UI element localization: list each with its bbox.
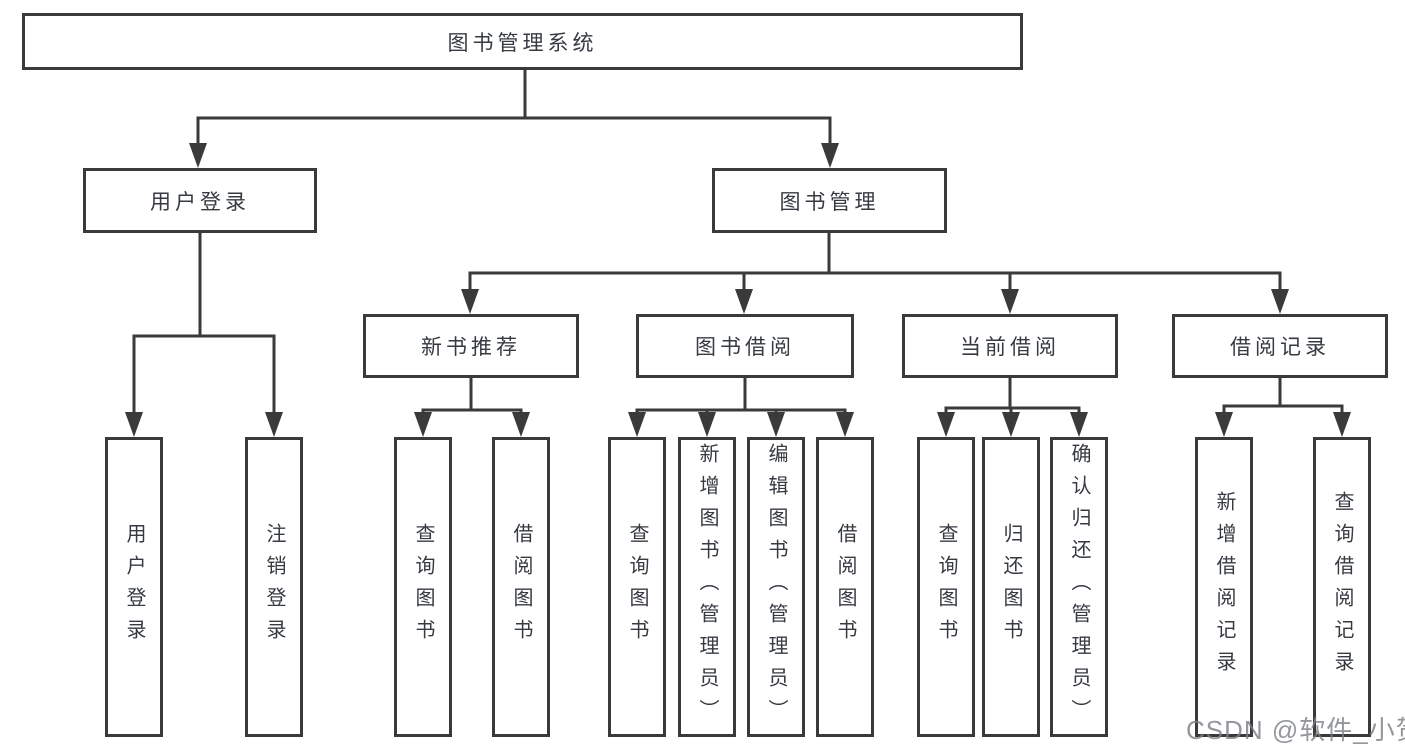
node-label: 用户登录: [150, 190, 250, 214]
leaf-add-books-admin: 新增图书（管理员）: [678, 437, 736, 737]
node-new-book-recommendation: 新书推荐: [363, 314, 579, 378]
node-label: 借阅记录: [1230, 336, 1330, 359]
node-current-borrowing: 当前借阅: [902, 314, 1118, 378]
leaf-label: 新增借阅记录: [1213, 491, 1235, 683]
leaf-logout: 注销登录: [245, 437, 303, 737]
leaf-label: 查询图书: [935, 523, 957, 651]
leaf-label: 新增图书（管理员）: [696, 443, 718, 731]
leaf-query-borrow-record: 查询借阅记录: [1313, 437, 1371, 737]
leaf-label: 编辑图书（管理员）: [765, 443, 787, 731]
leaf-return-books: 归还图书: [982, 437, 1040, 737]
node-label: 图书管理: [779, 190, 880, 214]
leaf-label: 查询借阅记录: [1331, 491, 1353, 683]
leaf-label: 借阅图书: [834, 523, 856, 651]
leaf-confirm-return-admin: 确认归还（管理员）: [1050, 437, 1108, 737]
leaf-label: 查询图书: [626, 523, 648, 651]
leaf-label: 注销登录: [263, 523, 285, 651]
leaf-borrow-books: 借阅图书: [816, 437, 874, 737]
node-label: 图书借阅: [695, 336, 795, 359]
leaf-query-books-recommend: 查询图书: [394, 437, 452, 737]
leaf-edit-books-admin: 编辑图书（管理员）: [747, 437, 805, 737]
leaf-label: 归还图书: [1000, 523, 1022, 651]
node-label: 新书推荐: [421, 336, 521, 359]
node-book-management: 图书管理: [712, 168, 947, 233]
leaf-query-books-borrow: 查询图书: [608, 437, 666, 737]
csdn-watermark: CSDN @软件_小贺同学: [1186, 715, 1405, 745]
node-label: 当前借阅: [960, 336, 1060, 359]
node-library-management-system: 图书管理系统: [22, 13, 1023, 70]
leaf-label: 查询图书: [412, 523, 434, 651]
leaf-label: 确认归还（管理员）: [1068, 443, 1090, 731]
leaf-add-borrow-record: 新增借阅记录: [1195, 437, 1253, 737]
leaf-borrow-books-recommend: 借阅图书: [492, 437, 550, 737]
leaf-query-books-current: 查询图书: [917, 437, 975, 737]
node-user-login: 用户登录: [83, 168, 317, 233]
leaf-label: 用户登录: [123, 523, 145, 651]
leaf-user-login: 用户登录: [105, 437, 163, 737]
node-borrowing-records: 借阅记录: [1172, 314, 1388, 378]
node-book-borrowing: 图书借阅: [636, 314, 854, 378]
node-label: 图书管理系统: [447, 31, 598, 55]
leaf-label: 借阅图书: [510, 523, 532, 651]
arrowheads: [125, 143, 1351, 437]
